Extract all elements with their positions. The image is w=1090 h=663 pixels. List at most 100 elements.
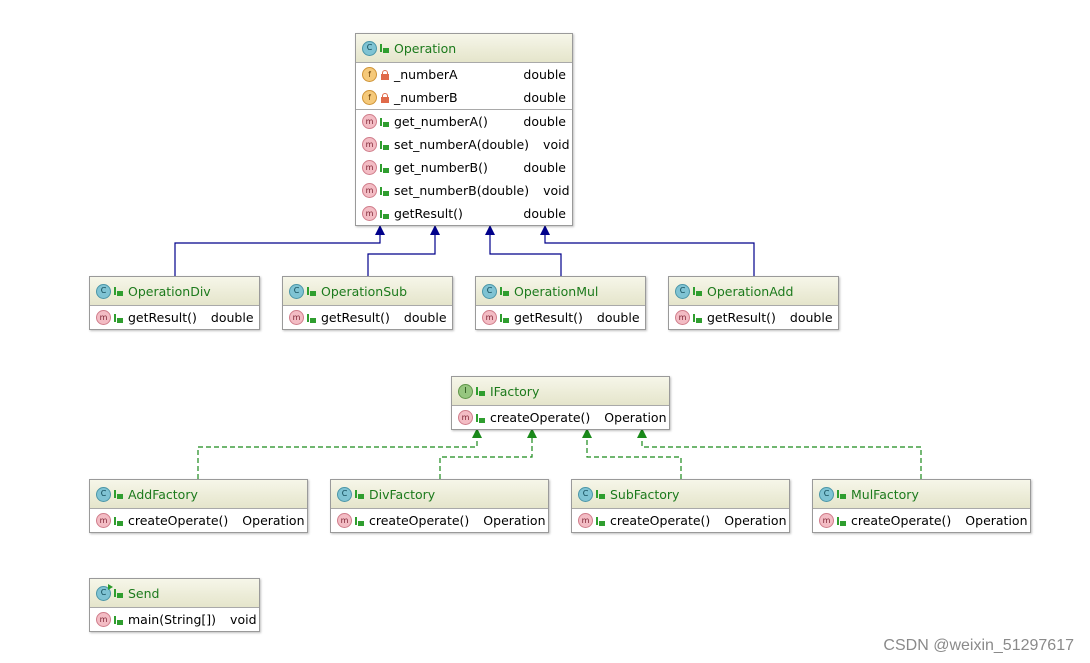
method-row[interactable]: m getResult() double xyxy=(669,306,838,329)
method-icon: m xyxy=(96,310,111,325)
class-operationdiv[interactable]: C OperationDiv m getResult() double xyxy=(89,276,260,330)
class-operationadd[interactable]: C OperationAdd m getResult() double xyxy=(668,276,839,330)
class-subfactory[interactable]: C SubFactory m createOperate() Operation xyxy=(571,479,790,533)
method-icon: m xyxy=(362,160,377,175)
edge-addfactory-ifactory xyxy=(197,428,482,479)
method-return-type: Operation xyxy=(604,410,667,425)
method-return-type: Operation xyxy=(483,513,546,528)
method-name: getResult() xyxy=(394,206,463,221)
class-divfactory[interactable]: C DivFactory m createOperate() Operation xyxy=(330,479,549,533)
class-send[interactable]: C Send m main(String[]) void xyxy=(89,578,260,632)
public-icon xyxy=(307,286,316,296)
method-row[interactable]: m get_numberA() double xyxy=(356,110,572,133)
public-icon xyxy=(837,516,846,526)
methods-section: m main(String[]) void xyxy=(90,608,259,631)
method-row[interactable]: m getResult() double xyxy=(283,306,452,329)
field-row[interactable]: f _numberA double xyxy=(356,63,572,86)
methods-section: m getResult() double xyxy=(669,306,838,329)
method-row[interactable]: m set_numberA(double) void xyxy=(356,133,572,156)
public-icon xyxy=(380,186,389,196)
method-row[interactable]: m set_numberB(double) void xyxy=(356,179,572,202)
methods-section: m get_numberA() double m set_numberA(dou… xyxy=(356,109,572,225)
method-row[interactable]: m get_numberB() double xyxy=(356,156,572,179)
public-icon xyxy=(596,489,605,499)
public-icon xyxy=(114,313,123,323)
class-header: C Operation xyxy=(356,34,572,63)
runnable-class-icon: C xyxy=(96,583,113,601)
method-icon: m xyxy=(337,513,352,528)
public-icon xyxy=(837,489,846,499)
interface-icon: I xyxy=(458,383,473,399)
method-return-type: double xyxy=(789,310,833,325)
public-icon xyxy=(114,489,123,499)
class-icon: C xyxy=(96,486,111,502)
field-type: double xyxy=(523,67,566,82)
edge-operationadd-operation xyxy=(540,225,755,276)
method-return-type: double xyxy=(523,206,566,221)
method-row[interactable]: m createOperate() Operation xyxy=(90,509,307,532)
edge-divfactory-ifactory xyxy=(439,428,537,479)
class-operationsub[interactable]: C OperationSub m getResult() double xyxy=(282,276,453,330)
class-name: MulFactory xyxy=(851,486,919,502)
class-operation[interactable]: C Operation f _numberA double f _numberB… xyxy=(355,33,573,226)
method-name: createOperate() xyxy=(369,513,470,528)
method-row[interactable]: m createOperate() Operation xyxy=(331,509,548,532)
class-addfactory[interactable]: C AddFactory m createOperate() Operation xyxy=(89,479,308,533)
public-icon xyxy=(307,313,316,323)
method-icon: m xyxy=(675,310,690,325)
method-icon: m xyxy=(362,183,377,198)
inheritance-edges xyxy=(174,225,755,276)
private-lock-icon xyxy=(380,92,389,103)
field-icon: f xyxy=(362,67,377,82)
public-icon xyxy=(114,588,123,598)
interface-ifactory[interactable]: I IFactory m createOperate() Operation xyxy=(451,376,670,430)
class-name: Operation xyxy=(394,40,457,56)
method-name: createOperate() xyxy=(851,513,952,528)
method-return-type: double xyxy=(210,310,254,325)
method-return-type: void xyxy=(543,137,570,152)
method-row[interactable]: m createOperate() Operation xyxy=(572,509,789,532)
edge-operationsub-operation xyxy=(367,225,440,276)
methods-section: m createOperate() Operation xyxy=(452,406,669,429)
abstract-method-icon: m xyxy=(458,410,473,425)
class-name: Send xyxy=(128,585,160,601)
field-name: _numberB xyxy=(394,90,458,105)
method-name: getResult() xyxy=(707,310,776,325)
method-row[interactable]: m createOperate() Operation xyxy=(452,406,669,429)
method-name: set_numberB(double) xyxy=(394,183,530,198)
methods-section: m createOperate() Operation xyxy=(813,509,1030,532)
static-method-icon: m xyxy=(96,612,111,627)
public-icon xyxy=(114,516,123,526)
public-icon xyxy=(500,286,509,296)
methods-section: m createOperate() Operation xyxy=(90,509,307,532)
class-icon: C xyxy=(675,283,690,299)
public-icon xyxy=(380,117,389,127)
method-return-type: void xyxy=(230,612,257,627)
method-row[interactable]: m getResult() double xyxy=(476,306,645,329)
method-name: createOperate() xyxy=(128,513,229,528)
methods-section: m getResult() double xyxy=(283,306,452,329)
method-row[interactable]: m main(String[]) void xyxy=(90,608,259,631)
class-name: AddFactory xyxy=(128,486,198,502)
public-icon xyxy=(476,386,485,396)
method-row[interactable]: m getResult() double xyxy=(356,202,572,225)
method-icon: m xyxy=(362,137,377,152)
edge-mulfactory-ifactory xyxy=(637,428,922,479)
method-icon: m xyxy=(96,513,111,528)
class-mulfactory[interactable]: C MulFactory m createOperate() Operation xyxy=(812,479,1031,533)
method-row[interactable]: m getResult() double xyxy=(90,306,259,329)
fields-section: f _numberA double f _numberB double xyxy=(356,63,572,109)
class-header: C Send xyxy=(90,579,259,608)
method-name: get_numberB() xyxy=(394,160,488,175)
class-operationmul[interactable]: C OperationMul m getResult() double xyxy=(475,276,646,330)
method-row[interactable]: m createOperate() Operation xyxy=(813,509,1030,532)
field-row[interactable]: f _numberB double xyxy=(356,86,572,109)
public-icon xyxy=(380,43,389,53)
class-header: C OperationMul xyxy=(476,277,645,306)
class-icon: C xyxy=(578,486,593,502)
class-header: C AddFactory xyxy=(90,480,307,509)
class-header: C OperationAdd xyxy=(669,277,838,306)
field-icon: f xyxy=(362,90,377,105)
method-name: main(String[]) xyxy=(128,612,217,627)
